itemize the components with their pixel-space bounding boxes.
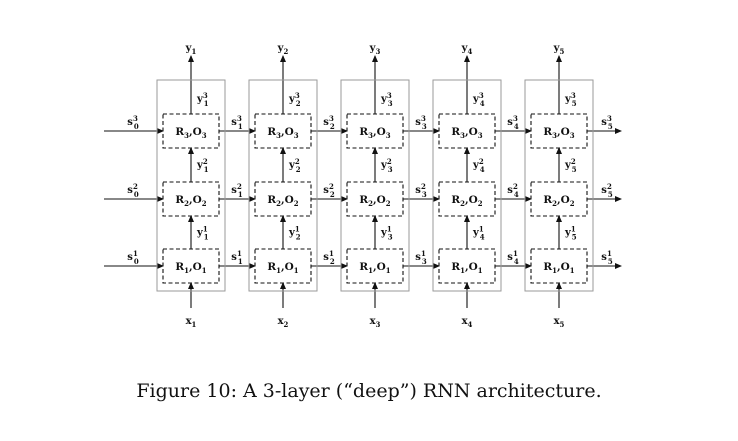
cell-layer2-t2 [254, 181, 312, 217]
output-label-5: y5 [553, 43, 565, 56]
cell-layer1-t4 [438, 248, 496, 284]
cell-layer3-t4 [438, 113, 496, 149]
cell-label: R2,O2 [267, 194, 298, 208]
output-label-4: y4 [461, 43, 473, 56]
timestep-frame-5 [524, 79, 594, 292]
timestep-frame-1 [156, 79, 226, 292]
cell-layer1-t3 [346, 248, 404, 284]
input-label-3: x3 [370, 316, 381, 329]
cell-layer1-t2 [254, 248, 312, 284]
cell-layer1-t1 [162, 248, 220, 284]
input-label-1: x1 [186, 316, 197, 329]
input-label-5: x5 [554, 316, 565, 329]
cell-label: R2,O2 [175, 194, 206, 208]
cell-layer2-t5 [530, 181, 588, 217]
output-label-2: y2 [277, 43, 289, 56]
cell-label: R3,O3 [543, 126, 574, 140]
cell-label: R1,O1 [267, 261, 298, 275]
timestep-frame-2 [248, 79, 318, 292]
cell-label: R3,O3 [451, 126, 482, 140]
cell-label: R3,O3 [175, 126, 206, 140]
timestep-frame-4 [432, 79, 502, 292]
cell-layer2-t3 [346, 181, 404, 217]
cell-label: R1,O1 [175, 261, 206, 275]
cell-label: R1,O1 [359, 261, 390, 275]
figure-caption: Figure 10: A 3-layer (“deep”) RNN archit… [136, 380, 602, 402]
cell-label: R2,O2 [543, 194, 574, 208]
input-label-2: x2 [278, 316, 289, 329]
cell-layer3-t2 [254, 113, 312, 149]
timestep-frames [156, 79, 594, 292]
cell-label: R2,O2 [451, 194, 482, 208]
output-label-1: y1 [185, 43, 197, 56]
cell-label: R3,O3 [267, 126, 298, 140]
cell-layer3-t1 [162, 113, 220, 149]
cell-layer3-t3 [346, 113, 404, 149]
cell-layer2-t4 [438, 181, 496, 217]
output-label-3: y3 [369, 43, 381, 56]
timestep-frame-3 [340, 79, 410, 292]
cell-label: R2,O2 [359, 194, 390, 208]
cell-layer2-t1 [162, 181, 220, 217]
cell-label: R1,O1 [451, 261, 482, 275]
cell-label: R3,O3 [359, 126, 390, 140]
cell-layer3-t5 [530, 113, 588, 149]
cell-label: R1,O1 [543, 261, 574, 275]
input-label-4: x4 [462, 316, 473, 329]
cell-layer1-t5 [530, 248, 588, 284]
